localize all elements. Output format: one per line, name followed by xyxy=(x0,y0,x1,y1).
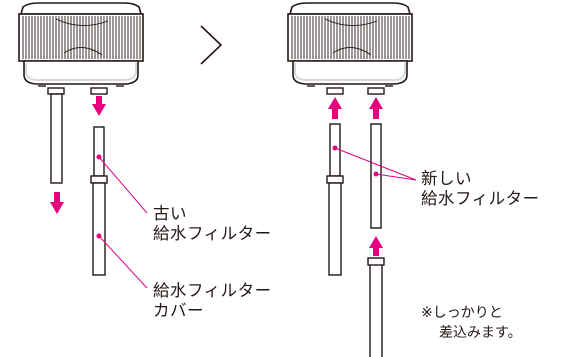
insert-up-arrow-right xyxy=(367,87,385,119)
label-new-filter-line2: 給水フィルター xyxy=(421,189,540,208)
leader-new-filter xyxy=(332,145,417,181)
air-unit-left xyxy=(18,2,144,87)
old-filter xyxy=(93,126,105,177)
insert-note-line1: ※しっかりと xyxy=(421,305,503,321)
filter-cover xyxy=(90,175,108,276)
old-filter-removed xyxy=(47,87,65,184)
filter-cover-loose xyxy=(367,257,385,357)
label-filter-cover: 給水フィルター カバー xyxy=(153,281,272,321)
air-unit-right xyxy=(287,2,413,87)
insert-note-line2: 差込みます。 xyxy=(439,325,522,341)
pull-down-arrow xyxy=(90,87,108,116)
label-old-filter-line1: 古い xyxy=(153,204,187,223)
label-new-filter-line1: 新しい xyxy=(421,169,472,188)
label-filter-cover-line2: カバー xyxy=(153,301,204,320)
insert-up-arrow-left xyxy=(326,87,344,119)
label-old-filter: 古い 給水フィルター xyxy=(153,204,272,244)
label-old-filter-line2: 給水フィルター xyxy=(153,224,272,243)
leader-filter-cover xyxy=(96,233,148,289)
step-arrow-icon xyxy=(200,25,223,65)
leader-old-filter xyxy=(96,154,148,214)
insert-note: ※しっかりと 差込みます。 xyxy=(421,303,522,343)
cover-up-arrow xyxy=(369,236,383,256)
label-filter-cover-line1: 給水フィルター xyxy=(153,281,272,300)
label-new-filter: 新しい 給水フィルター xyxy=(421,169,540,209)
remove-down-arrow xyxy=(50,192,64,214)
